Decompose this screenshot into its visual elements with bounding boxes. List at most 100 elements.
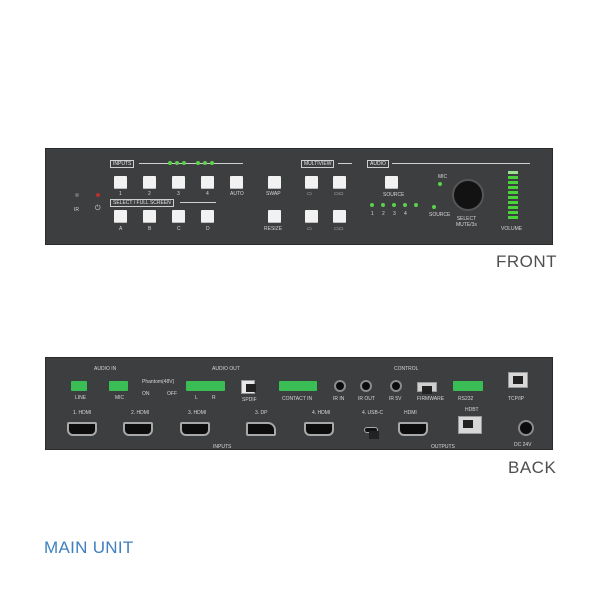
audio-divider: [392, 163, 530, 164]
layout-4-icon: ▭▭: [334, 226, 344, 232]
audio-source-3-label: 3: [393, 211, 396, 217]
multiview-layout-4-button[interactable]: [333, 210, 346, 223]
auto-button[interactable]: [230, 176, 243, 189]
tcpip-label: TCP/IP: [508, 396, 525, 402]
rs232-label: RS232: [458, 396, 474, 402]
inputs-group-label: INPUTS: [110, 160, 135, 168]
ir-in-jack: [334, 380, 346, 392]
select-d-label: D: [206, 226, 210, 232]
audio-source-2-label: 2: [382, 211, 385, 217]
select-c-button[interactable]: [172, 210, 185, 223]
hdmi-4-port: [304, 422, 334, 436]
contact-in-label: CONTACT IN: [282, 396, 313, 402]
multiview-layout-3-button[interactable]: [305, 210, 318, 223]
ir-label: IR: [74, 207, 79, 213]
input-3-label: 3: [177, 191, 180, 197]
input-led: [203, 161, 207, 165]
swap-label: SWAP: [266, 191, 281, 197]
input-4-label: 4: [206, 191, 209, 197]
mic-label: MIC: [438, 174, 448, 180]
ir-out-label: IR OUT: [358, 396, 375, 402]
ir-sensor: [75, 193, 79, 197]
layout-1-icon: ▭: [307, 191, 312, 197]
source-side-label: SOURCE: [429, 212, 451, 218]
dc-label: DC 24V: [514, 442, 532, 448]
audio-source-led: [370, 203, 374, 207]
resize-label: RESIZE: [264, 226, 283, 232]
multiview-divider: [338, 163, 352, 164]
outputs-label: OUTPUTS: [431, 444, 455, 450]
tcpip-port: [508, 372, 528, 388]
front-panel: IR ⏻ INPUTS 1 2 3 4 AUTO SELECT / FULL S…: [45, 148, 553, 245]
audio-out-label: AUDIO OUT: [212, 366, 240, 372]
hdmi-1-port: [67, 422, 97, 436]
firmware-label: FIRMWARE: [417, 396, 445, 402]
mic-in-terminal: [109, 381, 128, 391]
line-in-terminal: [71, 381, 87, 391]
port-1-hdmi-label: 1. HDMI: [73, 410, 92, 416]
audio-source-label: SOURCE: [383, 192, 405, 198]
select-d-button[interactable]: [201, 210, 214, 223]
dp-3-port: [246, 422, 276, 436]
resize-button[interactable]: [268, 210, 281, 223]
input-4-button[interactable]: [201, 176, 214, 189]
volume-label: VOLUME: [501, 226, 523, 232]
audio-source-led: [392, 203, 396, 207]
mic-label: MIC: [115, 395, 125, 401]
back-panel: AUDIO IN LINE MIC Phantom(48V) ON OFF AU…: [45, 357, 553, 450]
input-2-button[interactable]: [143, 176, 156, 189]
multiview-layout-1-button[interactable]: [305, 176, 318, 189]
audio-source-4-label: 4: [404, 211, 407, 217]
input-led: [196, 161, 200, 165]
power-icon[interactable]: ⏻: [95, 205, 101, 212]
ir-in-label: IR IN: [333, 396, 345, 402]
select-a-button[interactable]: [114, 210, 127, 223]
hdbt-port: [458, 416, 482, 434]
ir-5v-label: IR 5V: [389, 396, 402, 402]
control-label: CONTROL: [394, 366, 419, 372]
input-1-label: 1: [119, 191, 122, 197]
input-3-button[interactable]: [172, 176, 185, 189]
back-caption: BACK: [508, 458, 557, 477]
volume-knob[interactable]: [452, 179, 484, 211]
input-led: [175, 161, 179, 165]
select-group-label: SELECT / FULL SCREEN: [110, 199, 174, 207]
ir-out-jack: [360, 380, 372, 392]
input-led: [210, 161, 214, 165]
port-3-hdmi-label: 3. HDMI: [188, 410, 207, 416]
audio-source-button[interactable]: [385, 176, 398, 189]
layout-3-icon: ▭: [307, 226, 312, 232]
input-1-button[interactable]: [114, 176, 127, 189]
hdmi-out-port: [398, 422, 428, 436]
audio-source-led: [414, 203, 418, 207]
port-3-dp-label: 3. DP: [255, 410, 268, 416]
inputs-label: INPUTS: [213, 444, 232, 450]
contact-in-terminal: [279, 381, 317, 391]
hdmi-3-port: [180, 422, 210, 436]
ir-5v-jack: [390, 380, 402, 392]
dc-power-jack: [518, 420, 534, 436]
select-b-label: B: [148, 226, 152, 232]
audio-out-terminal: [186, 381, 225, 391]
layout-2-icon: ▭▭: [334, 191, 344, 197]
auto-label: AUTO: [230, 191, 244, 197]
source-led: [432, 205, 436, 209]
select-b-button[interactable]: [143, 210, 156, 223]
power-led: [96, 193, 100, 197]
multiview-layout-2-button[interactable]: [333, 176, 346, 189]
input-led: [168, 161, 172, 165]
mic-led: [438, 182, 442, 186]
select-divider: [180, 202, 216, 203]
hdmi-2-port: [123, 422, 153, 436]
main-unit-title: MAIN UNIT: [44, 538, 134, 557]
swap-button[interactable]: [268, 176, 281, 189]
audio-out-l-label: L: [195, 395, 198, 401]
phantom-label: Phantom(48V): [142, 379, 175, 385]
phantom-on-label: ON: [142, 391, 150, 397]
line-label: LINE: [75, 395, 87, 401]
phantom-off-label: OFF: [167, 391, 177, 397]
spdif-port: [241, 380, 256, 394]
audio-out-r-label: R: [212, 395, 216, 401]
inputs-divider: [139, 163, 243, 164]
port-2-hdmi-label: 2. HDMI: [131, 410, 150, 416]
